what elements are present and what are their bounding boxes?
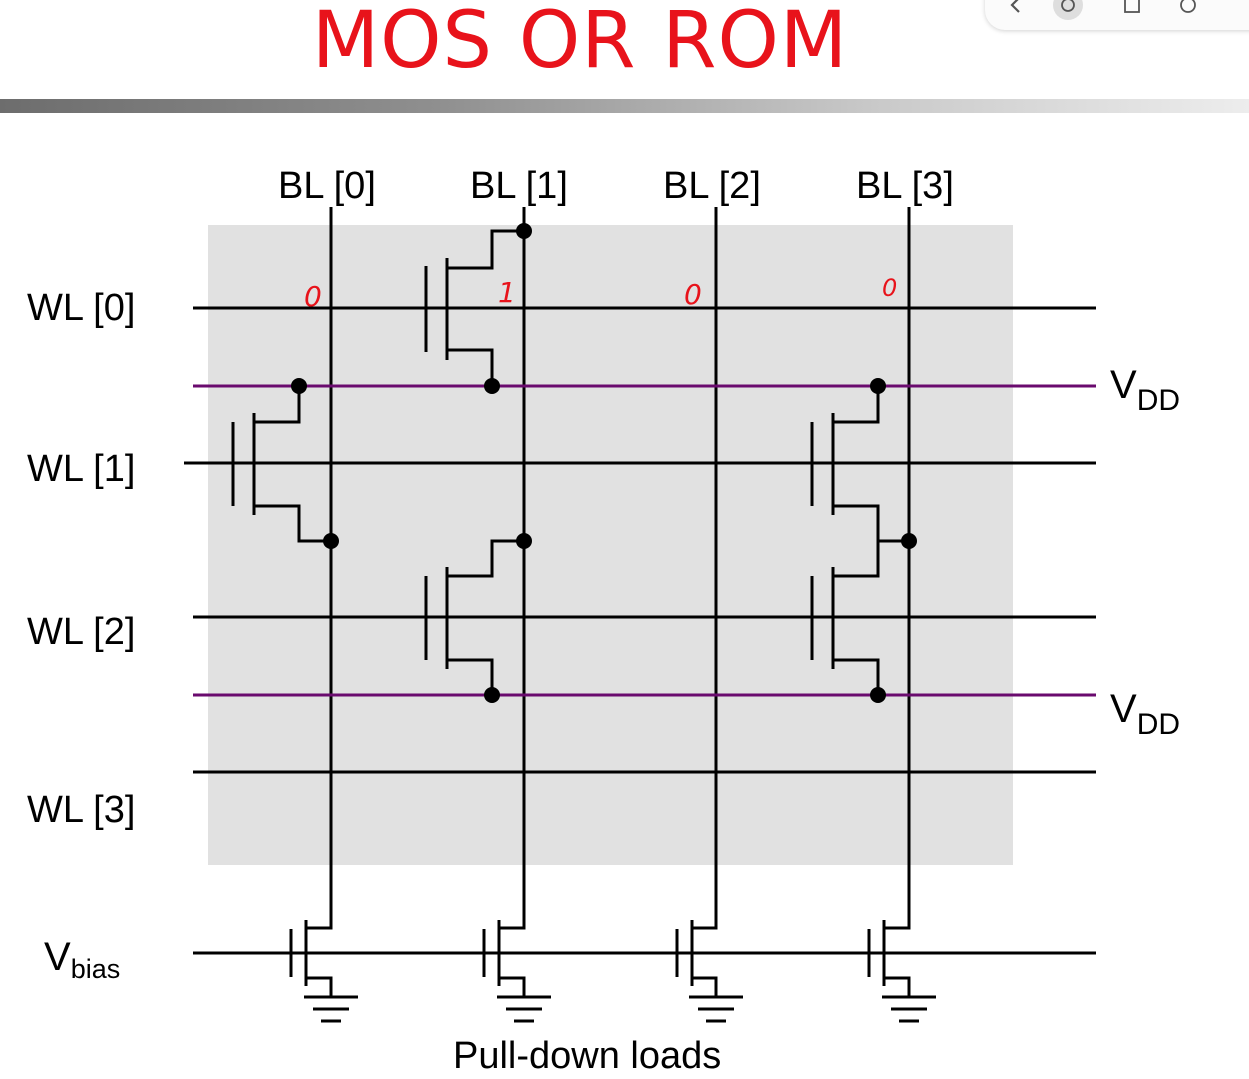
- history-icon[interactable]: [1173, 0, 1203, 20]
- save-icon[interactable]: [1117, 0, 1147, 20]
- bit-line-label-3: BL [3]: [856, 165, 954, 207]
- word-line-label-0: WL [0]: [27, 287, 135, 329]
- pulldown-transistor-1: [482, 907, 553, 1023]
- handwritten-bit-3: 0: [882, 274, 897, 302]
- handwritten-bit-2: 0: [684, 278, 702, 311]
- handwritten-bit-1: 1: [498, 276, 516, 309]
- pulldown-transistor-0: [289, 907, 360, 1023]
- transistor-wl2-bl1: [424, 539, 524, 695]
- word-line-label-3: WL [3]: [27, 789, 135, 831]
- bit-line-label-0: BL [0]: [278, 165, 376, 207]
- vdd-label-1: VDD: [1110, 687, 1180, 741]
- word-line-label-1: WL [1]: [27, 448, 135, 490]
- word-line-label-2: WL [2]: [27, 611, 135, 653]
- pulldown-transistor-2: [675, 907, 745, 1023]
- slide-title: MOS OR ROM: [311, 0, 849, 86]
- floating-toolbar: [985, 0, 1249, 30]
- junction-dots: [291, 223, 917, 703]
- transistor-wl0-bl1: [424, 229, 524, 386]
- chevron-left-icon[interactable]: [1001, 0, 1031, 20]
- transistor-wl1-bl0: [231, 386, 331, 543]
- handwritten-bit-0: 0: [304, 280, 322, 313]
- pulldown-transistor-3: [867, 907, 938, 1023]
- transistor-wl2-bl3: [810, 541, 880, 695]
- bit-line-label-2: BL [2]: [663, 165, 761, 207]
- hand-pointer-icon[interactable]: [1053, 0, 1083, 20]
- vbias-label: Vbias: [44, 935, 120, 984]
- vdd-label-0: VDD: [1110, 363, 1180, 417]
- transistor-wl1-bl3: [810, 386, 909, 543]
- title-divider: [0, 99, 1249, 113]
- bit-line-label-1: BL [1]: [470, 165, 568, 207]
- pulldown-caption: Pull-down loads: [453, 1035, 721, 1077]
